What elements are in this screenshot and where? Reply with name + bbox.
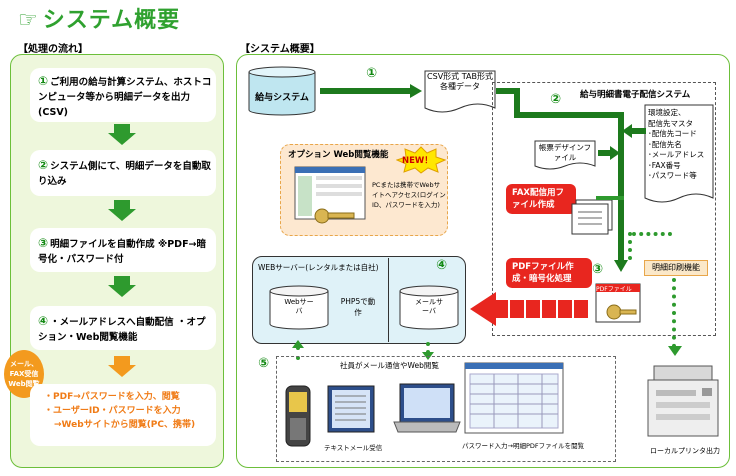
flow-header: 【処理の流れ】 <box>18 44 88 55</box>
pdf-file-icon <box>595 283 641 323</box>
down-arrow-head <box>108 209 136 221</box>
payroll-system-label: 給与システム <box>255 93 309 103</box>
flow-step-4: ④・メールアドレスへ自動配信 ・オプション・Web閲覧機能 <box>30 306 216 350</box>
new-badge: NEW！ <box>402 156 433 166</box>
php-label: PHP5で動作 <box>340 297 376 317</box>
employee-access-label: 社員がメール通信やWeb閲覧 <box>340 361 439 370</box>
flow-line <box>618 112 624 262</box>
pdf-view-label: パスワード入力→明細PDFファイルを閲覧 <box>462 442 585 450</box>
down-arrow-head <box>108 133 136 145</box>
overview-header: 【システム概要】 <box>240 44 320 55</box>
down-arrow <box>114 124 130 134</box>
employee-area-box <box>276 356 616 462</box>
new-badge-icon <box>396 146 446 174</box>
down-arrow <box>114 276 130 286</box>
settings-document-icon <box>644 104 714 203</box>
down-arrow <box>114 200 130 210</box>
mobile-phone-icon <box>285 385 311 447</box>
web-screenshot-icon <box>294 166 366 224</box>
step-marker-3: ③ <box>592 262 604 277</box>
pointing-hand-icon: ☞ <box>18 8 39 33</box>
design-file-icon <box>534 140 596 170</box>
pdf-screenshot-icon <box>464 362 564 434</box>
flow-arrow-head <box>610 146 620 160</box>
local-printer-label: ローカルプリンタ出力 <box>650 447 720 455</box>
web-server-label: Webサーバ <box>284 298 314 315</box>
flow-arrow-head <box>668 346 682 356</box>
flow-line <box>514 88 520 118</box>
web-server-cylinder-icon <box>269 285 329 330</box>
flow-step-final: ・PDF→パスワードを入力、閲覧 ・ユーザーID・パスワードを入力 →Webサイ… <box>30 384 216 446</box>
csv-format-label: CSV形式 TAB形式 各種データ <box>427 72 493 91</box>
pdf-file-tag: PDFファイル <box>596 286 632 293</box>
flow-line <box>596 196 624 200</box>
mail-server-cylinder-icon <box>399 285 459 330</box>
option-web-title: オプション Web閲覧機能 <box>288 150 389 160</box>
flow-line-dotted <box>296 346 302 360</box>
page-title: ☞システム概要 <box>18 8 181 33</box>
down-arrow-orange <box>114 356 130 366</box>
flow-line <box>320 88 412 94</box>
payroll-database-icon <box>248 66 316 116</box>
red-flow-arrow <box>494 300 590 318</box>
flow-line-dotted <box>632 232 672 236</box>
red-flow-arrow-head <box>470 292 496 326</box>
step-marker-4: ④ <box>436 258 448 273</box>
smartphone-screen-icon <box>327 385 375 433</box>
down-arrow-head <box>108 285 136 297</box>
step-marker-5: ⑤ <box>258 356 270 371</box>
flow-line <box>628 128 646 134</box>
step-marker-2: ② <box>550 92 562 107</box>
option-web-desc: PCまたは携帯でWebサイトへアクセス(ログインID、パスワードを入力) <box>372 181 446 209</box>
flow-arrow-head <box>410 84 422 98</box>
print-function-label: 明細印刷機能 <box>644 260 708 276</box>
distribution-system-label: 給与明細書電子配信システム <box>578 88 693 100</box>
web-server-divider <box>388 258 389 342</box>
flow-line-dotted <box>628 232 634 260</box>
flow-line <box>514 112 624 118</box>
step-marker-1: ① <box>366 66 378 81</box>
flow-arrow-head <box>292 340 304 348</box>
pdf-file-label: PDFファイル作成・暗号化処理 <box>506 258 592 288</box>
flow-line <box>598 150 612 156</box>
mail-server-label: メールサーバ <box>415 298 443 315</box>
distribution-system-box <box>492 82 716 336</box>
flow-arrow-head <box>622 124 632 138</box>
fax-document-icon <box>571 199 613 235</box>
text-mail-label: テキストメール受信 <box>324 444 383 452</box>
laptop-icon <box>393 383 461 433</box>
down-arrow-head-orange <box>108 365 136 377</box>
flow-line-dotted <box>672 278 678 348</box>
fax-file-label: FAX配信用ファイル作成 <box>506 184 576 214</box>
settings-list: 環境設定、 配信先マスタ ･配信先コード ･配信先名 ･メールアドレス ･FAX… <box>648 108 705 180</box>
printer-icon <box>647 365 719 437</box>
flow-line-dotted <box>426 342 432 354</box>
web-server-title: WEBサーバー(レンタルまたは自社) <box>258 263 379 272</box>
flow-line <box>496 88 520 94</box>
flow-arrow-head <box>614 260 628 272</box>
csv-document-icon <box>424 70 496 113</box>
design-file-label: 帳票デザインファイル <box>538 143 592 162</box>
